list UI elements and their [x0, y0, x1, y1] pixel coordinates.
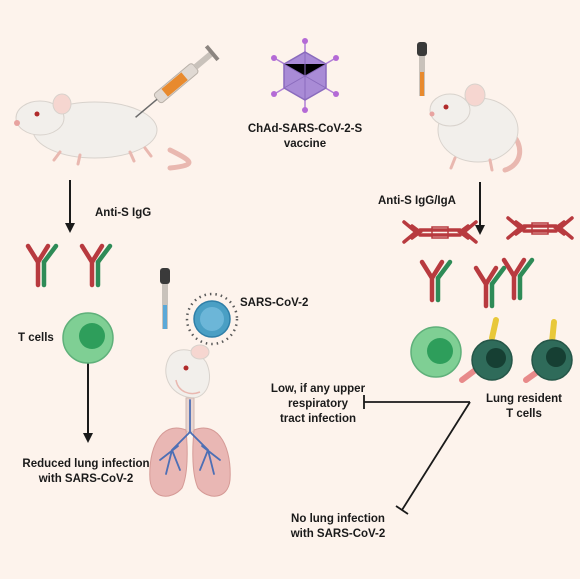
vaccine-label: ChAd-SARS-CoV-2-S vaccine: [222, 122, 388, 152]
left-mouse-icon: [14, 93, 192, 171]
igg-antibody-icon: [25, 243, 59, 288]
igg-antibody-icon: [79, 243, 113, 288]
syringe-icon: [135, 44, 220, 118]
anti-s-igg-label: Anti-S IgG: [95, 207, 152, 219]
right-mouse-icon: [429, 83, 522, 173]
igg-antibody-icon: [473, 265, 507, 309]
igg-antibody-icon: [419, 259, 453, 303]
anti-s-igg-iga-label: Anti-S IgG/IgA: [378, 195, 456, 207]
lung-resident-t-cells-label: Lung resident T cells: [485, 393, 563, 420]
inhibition-lines: [363, 395, 471, 515]
vaccine-name: ChAd-SARS-CoV-2-S: [247, 123, 363, 135]
reduced-lung-infection-label: Reduced lung infection with SARS-CoV-2: [22, 458, 150, 485]
vaccine-word: vaccine: [283, 138, 327, 150]
sars-cov-2-virus-icon: [185, 292, 239, 346]
t-cell-icon: [62, 312, 114, 364]
igg-antibody-icon: [501, 257, 535, 301]
dropper-icon: [160, 268, 170, 329]
mouse-head-icon: [165, 344, 210, 399]
lungs-icon: [149, 397, 231, 497]
sars-cov-2-label: SARS-CoV-2: [240, 297, 309, 309]
iga-dimer-icon: [506, 216, 574, 240]
iga-dimer-icon: [402, 220, 478, 244]
lung-resident-t-cell-icon: [459, 317, 513, 383]
t-cell-icon: [410, 326, 462, 378]
no-lung-infection-label: No lung infection with SARS-CoV-2: [290, 513, 386, 540]
adenovirus-icon: [271, 38, 339, 113]
upper-respiratory-label: Low, if any upper respiratory tract infe…: [270, 383, 366, 425]
t-cells-label: T cells: [18, 332, 54, 344]
dropper-icon: [417, 42, 427, 96]
lung-resident-t-cell-icon: [523, 319, 573, 383]
